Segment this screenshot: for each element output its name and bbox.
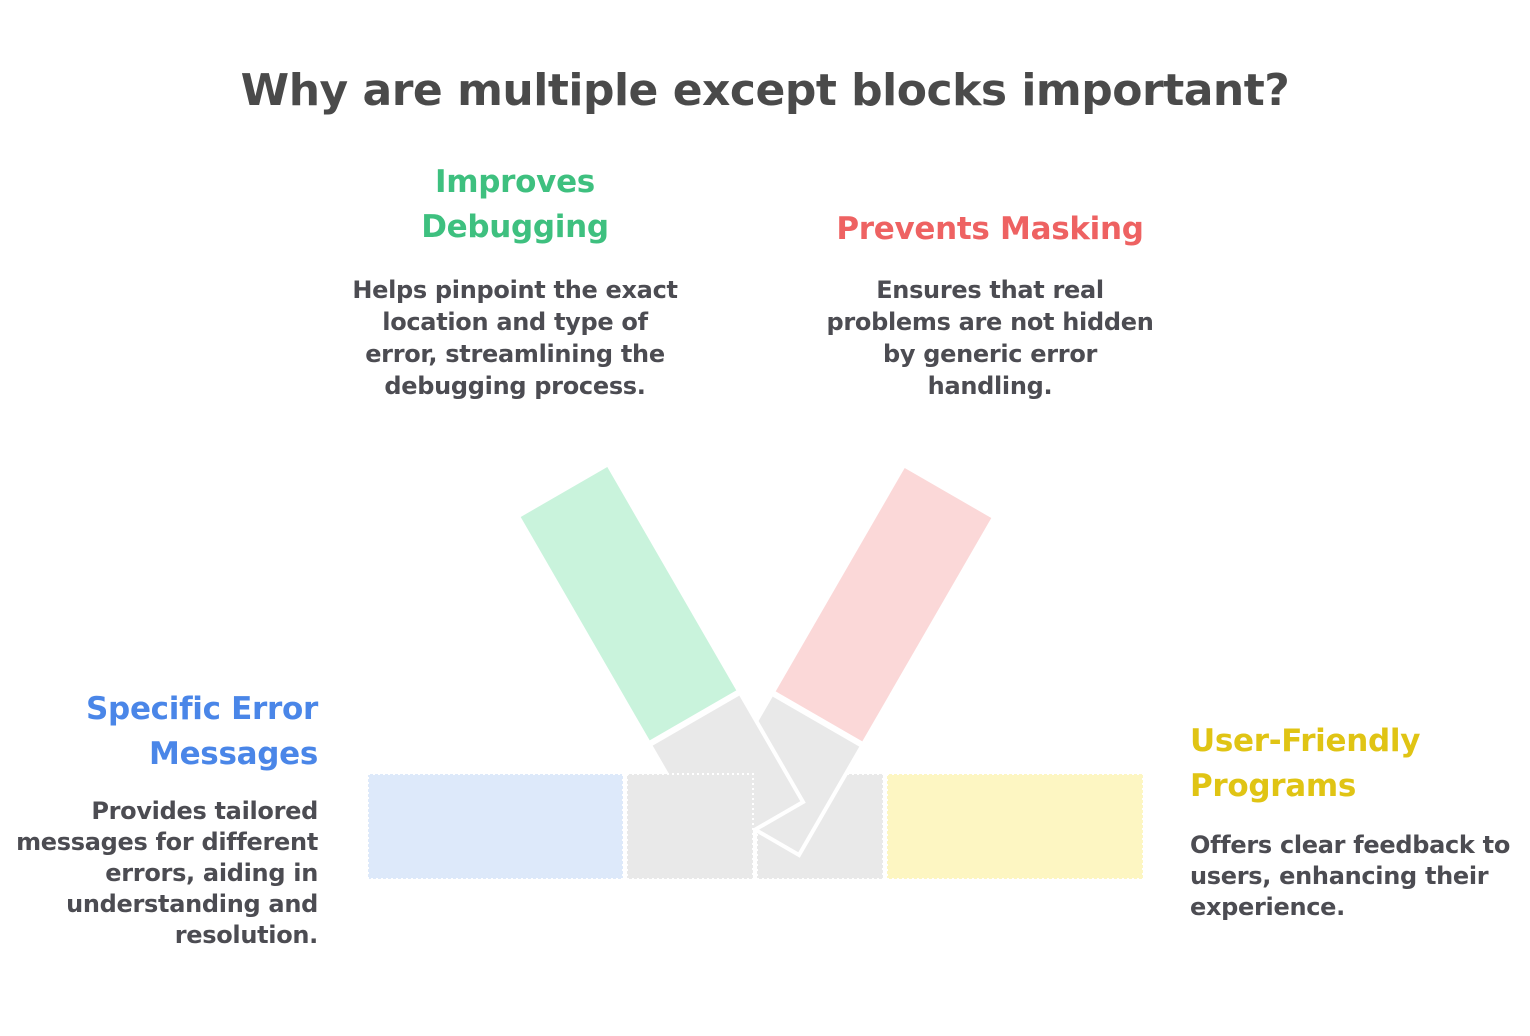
prevents-masking-heading: Prevents Masking xyxy=(836,211,1144,247)
green-bar xyxy=(515,461,742,746)
page-title: Why are multiple except blocks important… xyxy=(240,65,1290,116)
blue-segment xyxy=(367,773,624,880)
pink-bar xyxy=(770,462,997,747)
yellow-segment xyxy=(886,773,1144,880)
gray-segment-left xyxy=(626,773,754,880)
